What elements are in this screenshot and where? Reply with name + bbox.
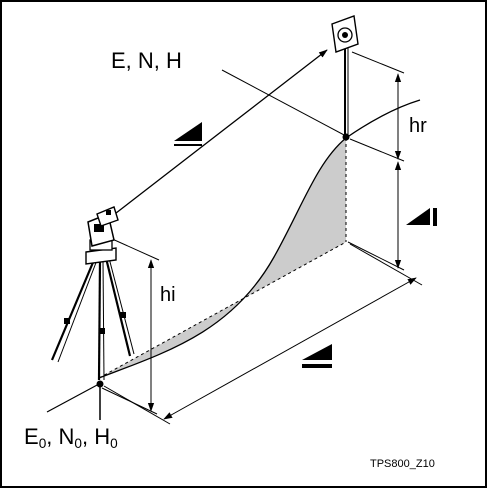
figure-id-label: TPS800_Z10 [370,458,435,470]
station-n: N [58,424,75,449]
height-difference-icon-bar [433,208,437,226]
reflector-prism-icon [331,15,359,53]
line-of-sight-arrow [106,49,328,221]
target-coordinates-label: E, N, H [111,48,182,73]
hi-extension-bottom [101,387,158,415]
ground-line [46,383,100,413]
station-h-sub: 0 [110,436,118,452]
station-n-sub: 0 [74,436,82,452]
hd-extension-right [349,243,423,286]
station-h: H [94,424,111,449]
horizontal-distance-arrow [163,277,417,420]
station-e-sub: 0 [38,436,47,452]
instrument-height-label: hi [160,284,176,306]
height-difference-area [99,138,346,378]
hr-extension-top [351,51,405,74]
station-point-marker [96,380,104,388]
hi-extension-top [109,237,160,261]
hr-extension-bottom [349,138,405,162]
horizontal-distance-icon [302,344,332,360]
target-point-marker [342,133,350,141]
height-difference-icon [406,208,430,225]
target-label-leader [221,69,347,137]
station-e: E [24,424,39,449]
terrain-curve [98,99,421,379]
horizontal-distance-icon-bar [302,364,332,368]
slope-distance-icon [174,122,202,141]
total-station-icon [50,206,135,381]
height-diff-extension [347,241,405,271]
station-coordinates-label: E0, N0, H0 [24,424,118,452]
reflector-height-label: hr [409,115,427,137]
